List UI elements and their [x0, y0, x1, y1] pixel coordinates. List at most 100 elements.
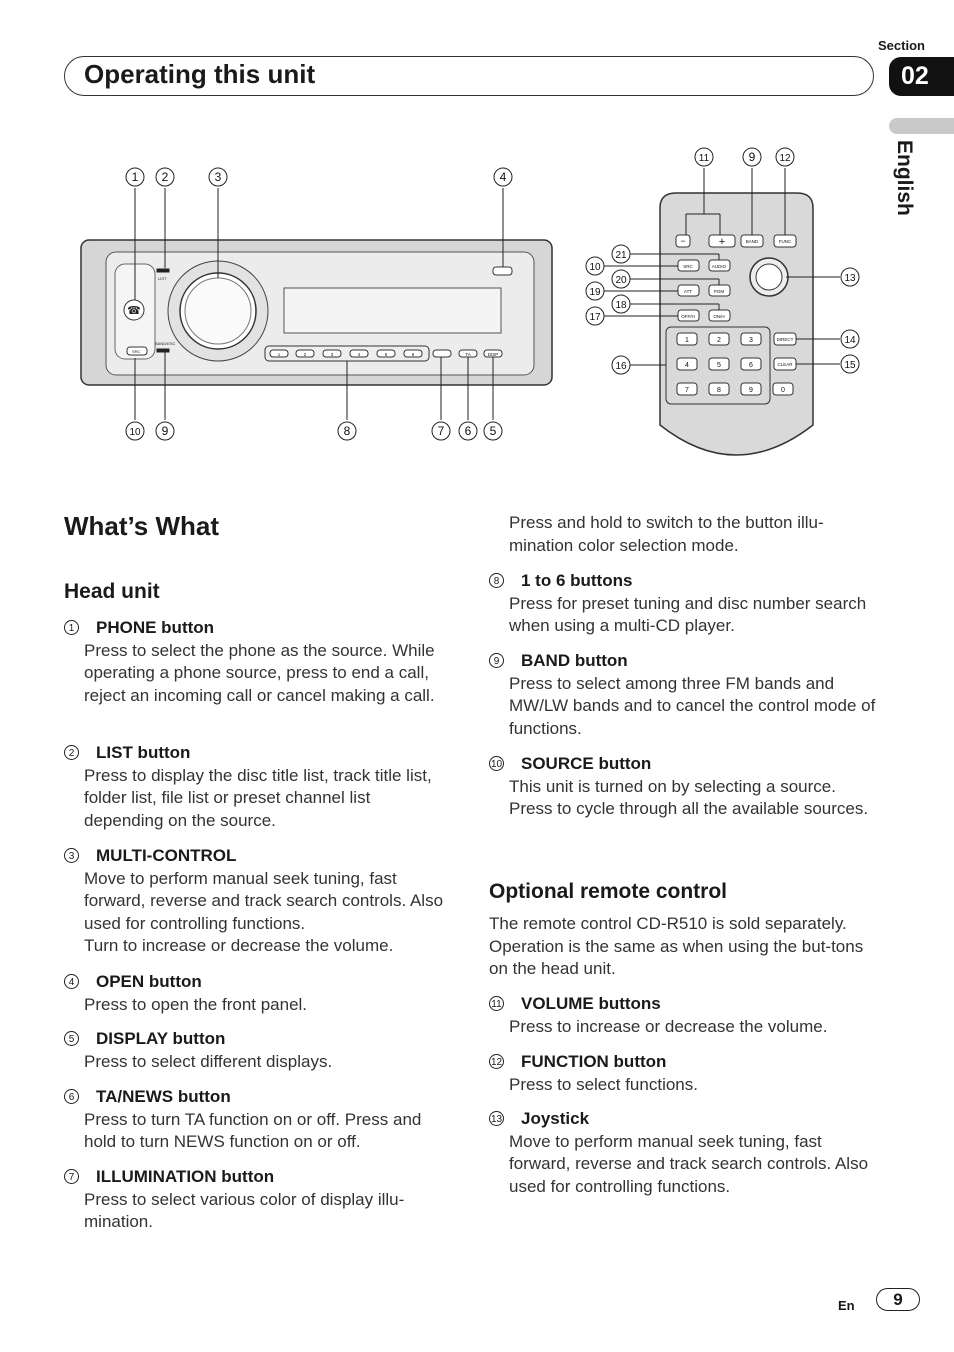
item-volume-buttons: 11 VOLUME buttons Press to increase or d… [489, 993, 884, 1038]
remote-illustration [659, 192, 814, 456]
remote-clear-label: CLEAR [777, 362, 793, 367]
remote-keypad [676, 332, 794, 396]
callout-2: 2 [155, 167, 175, 187]
preset-2-label: 2 [304, 352, 307, 357]
item-desc: Press to open the front panel. [84, 994, 308, 1014]
key-1: 1 [685, 337, 689, 344]
item-desc: Press for preset tuning and disc number … [509, 593, 867, 636]
svg-text:20: 20 [615, 275, 627, 286]
item-label: TA/NEWS button [96, 1087, 231, 1106]
remote-func-label: FUNC [779, 239, 792, 244]
item-number: 8 [489, 573, 504, 588]
key-3: 3 [749, 337, 753, 344]
item-number: 1 [64, 620, 79, 635]
key-8: 8 [717, 387, 721, 394]
callout-6: 6 [458, 421, 478, 441]
svg-text:4: 4 [500, 170, 507, 184]
item-label: OPEN button [96, 972, 202, 991]
item-list-button: 2 LIST button Press to display the disc … [64, 742, 454, 832]
callout-12: 12 [775, 147, 795, 167]
item-desc-2: Turn to increase or decrease the volume. [84, 936, 394, 956]
item-label: DISPLAY button [96, 1029, 226, 1048]
svg-text:1: 1 [132, 170, 139, 184]
callout-4: 4 [493, 167, 513, 187]
item-desc: Press to increase or decrease the volume… [509, 1016, 828, 1036]
item-function-button: 12 FUNCTION button Press to select funct… [489, 1051, 884, 1096]
preset-5-label: 5 [385, 352, 388, 357]
item-joystick: 13 Joystick Move to perform manual seek … [489, 1108, 884, 1198]
item-label: BAND button [521, 651, 628, 670]
item-label: VOLUME buttons [521, 994, 661, 1013]
callout-9: 9 [155, 421, 175, 441]
svg-text:21: 21 [615, 250, 627, 261]
illumination-continued: Press and hold to switch to the button i… [509, 513, 824, 555]
svg-text:3: 3 [215, 170, 222, 184]
item-ta-news-button: 6 TA/NEWS button Press to turn TA functi… [64, 1086, 454, 1154]
item-display-button: 5 DISPLAY button Press to select differe… [64, 1028, 454, 1073]
item-number: 2 [64, 745, 79, 760]
callout-5: 5 [483, 421, 503, 441]
key-5: 5 [717, 362, 721, 369]
item-number: 9 [489, 653, 504, 668]
title-bar [64, 56, 874, 96]
key-2: 2 [717, 337, 721, 344]
item-desc: Press to select various color of display… [84, 1189, 405, 1232]
key-9: 9 [749, 387, 753, 394]
callout-15: 15 [840, 354, 860, 374]
preset-buttons [269, 349, 423, 358]
item-illumination-button: 7 ILLUMINATION button Press to select va… [64, 1166, 454, 1234]
list-label: LIST [158, 276, 167, 281]
svg-text:5: 5 [490, 424, 497, 438]
item-band-button: 9 BAND button Press to select among thre… [489, 650, 884, 740]
callout-13: 13 [840, 267, 860, 287]
svg-text:17: 17 [589, 312, 601, 323]
item-number: 13 [489, 1111, 504, 1126]
callout-10: 10 [125, 421, 145, 441]
callout-14: 14 [840, 329, 860, 349]
svg-text:9: 9 [162, 424, 169, 438]
remote-att-label: ATT [684, 289, 692, 294]
language-label: English [893, 140, 916, 216]
callout-18: 18 [611, 294, 631, 314]
item-number: 7 [64, 1169, 79, 1184]
item-label: Joystick [521, 1109, 590, 1128]
callout-16: 16 [611, 355, 631, 375]
item-source-button: 10 SOURCE button This unit is turned on … [489, 753, 884, 821]
svg-text:2: 2 [162, 170, 169, 184]
item-preset-buttons: 8 1 to 6 buttons Press for preset tuning… [489, 570, 884, 638]
item-label: FUNCTION button [521, 1052, 667, 1071]
callout-9-remote: 9 [742, 147, 762, 167]
item-label: 1 to 6 buttons [521, 571, 633, 590]
preset-3-label: 3 [331, 352, 334, 357]
head-unit-illustration: ☎ LIST BAND/ESC SRC [80, 239, 553, 386]
svg-text:12: 12 [779, 153, 791, 164]
svg-text:9: 9 [749, 150, 756, 164]
remote-direct-label: DIRECT [777, 337, 794, 342]
item-desc: Press to display the disc title list, tr… [84, 765, 432, 830]
remote-offh-label: OFF/H [681, 314, 695, 319]
callout-1: 1 [125, 167, 145, 187]
item-desc: Press to select among three FM bands and… [509, 673, 876, 738]
remote-onh-label: ON/H [713, 314, 724, 319]
unit-diagram: ☎ LIST BAND/ESC SRC [80, 147, 860, 456]
remote-band-label: BAND [746, 239, 759, 244]
page-number: 9 [876, 1288, 920, 1311]
item-number: 3 [64, 848, 79, 863]
callout-10-remote: 10 [585, 256, 605, 276]
item-phone-button: 1 PHONE button Press to select the phone… [64, 617, 454, 707]
svg-text:☎: ☎ [127, 305, 141, 317]
svg-text:19: 19 [589, 287, 601, 298]
item-desc: Move to perform manual seek tuning, fast… [84, 868, 444, 933]
svg-text:7: 7 [438, 424, 445, 438]
remote-heading: Optional remote control [489, 880, 728, 903]
disp-label: DISP [488, 352, 499, 357]
item-label: ILLUMINATION button [96, 1167, 275, 1186]
item-label: PHONE button [96, 618, 215, 637]
svg-text:10: 10 [129, 427, 141, 438]
item-multi-control: 3 MULTI-CONTROL Move to perform manual s… [64, 845, 454, 958]
callout-8: 8 [337, 421, 357, 441]
callout-20: 20 [611, 269, 631, 289]
remote-audio-label: AUDIO [712, 264, 727, 269]
item-desc: This unit is turned on by selecting a so… [509, 776, 869, 819]
svg-text:14: 14 [844, 335, 856, 346]
